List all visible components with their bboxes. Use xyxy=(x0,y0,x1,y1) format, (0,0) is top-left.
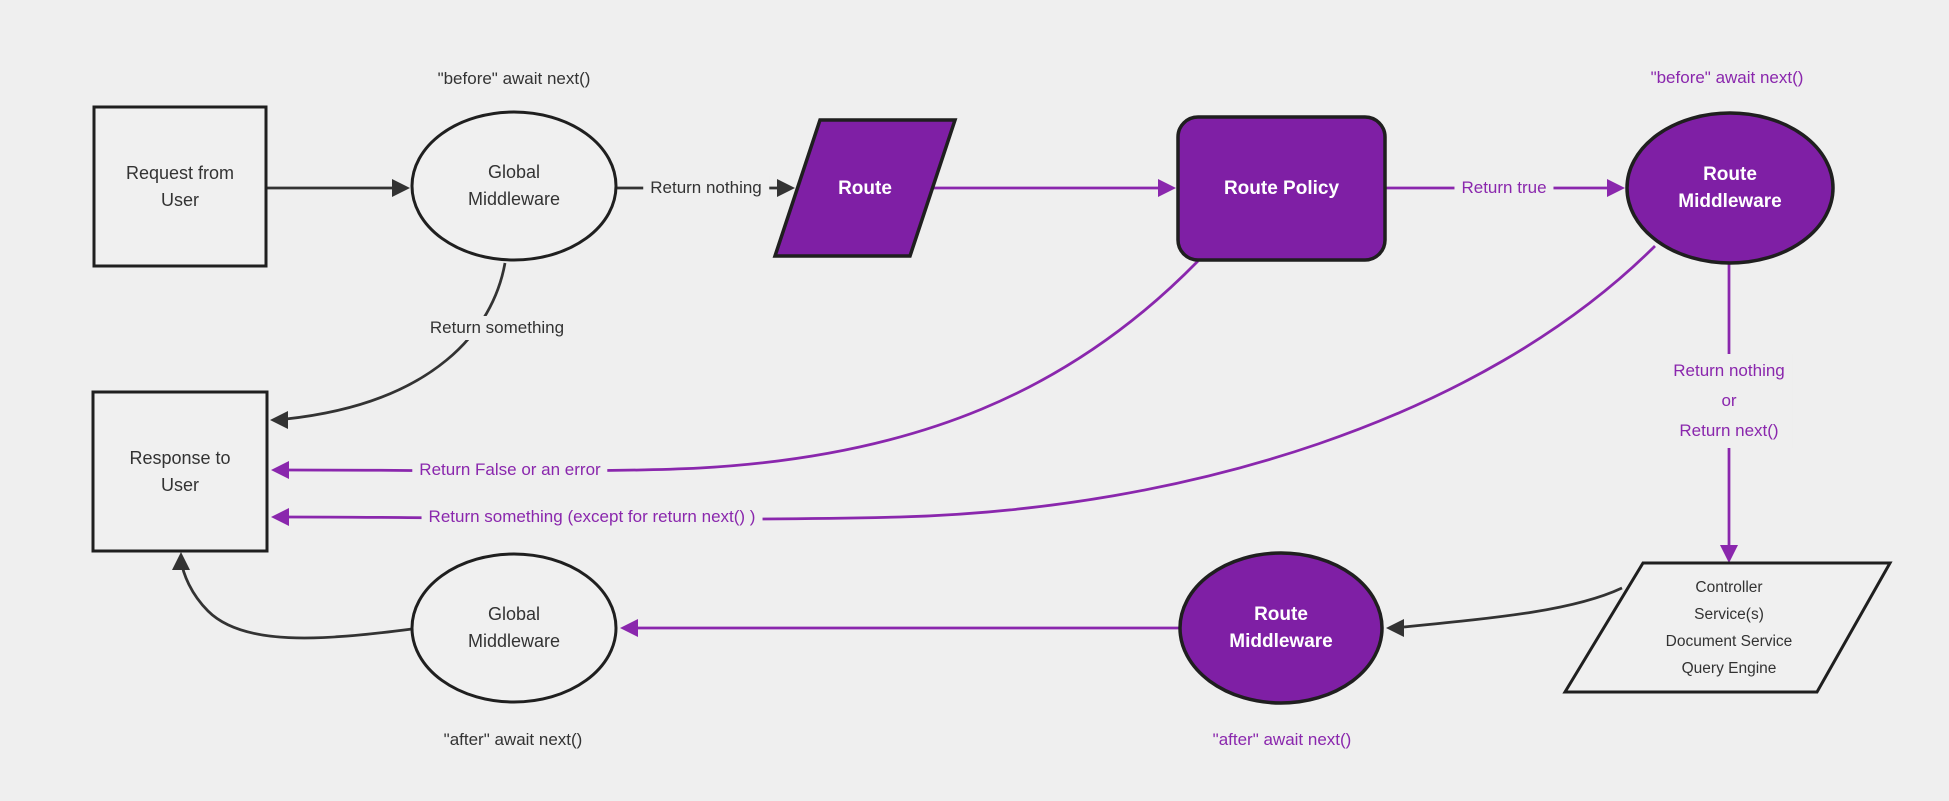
arrowhead-into-route-middleware xyxy=(1607,179,1625,197)
return-something-except-label: Return something (except for return next… xyxy=(421,505,763,529)
request-from-user-label: Request from User xyxy=(94,107,266,266)
before-await-next-global-label: "before" await next() xyxy=(430,67,598,91)
request-line2: User xyxy=(160,189,199,210)
response-to-user-label: Response to User xyxy=(93,392,267,551)
global-middleware-bottom-label: Global Middleware xyxy=(412,554,616,702)
after-await-next-route-label: "after" await next() xyxy=(1205,728,1359,752)
route-middleware-top-label: Route Middleware xyxy=(1627,113,1833,263)
arrowhead-into-route-middleware-bottom xyxy=(1386,619,1404,637)
route-middleware-bottom-node xyxy=(1178,551,1384,705)
edge-controller-to-route-middleware-bottom xyxy=(1403,586,1623,629)
response-line1: Response to xyxy=(129,447,231,468)
global-middleware-top-node xyxy=(410,110,618,262)
global-middleware-bottom-node xyxy=(410,552,618,704)
arrowhead-return-false-into-response xyxy=(271,461,289,479)
controller-line4: Query Engine xyxy=(1681,659,1777,677)
rmw-top-line2: Middleware xyxy=(1678,191,1782,212)
route-middleware-bottom-label: Route Middleware xyxy=(1180,552,1382,704)
response-to-user-node xyxy=(91,390,269,553)
request-line1: Request from xyxy=(125,162,235,183)
arrowhead-into-response-bottom xyxy=(172,552,190,570)
route-text: Route xyxy=(838,177,892,199)
gmw-top-line2: Middleware xyxy=(467,189,561,209)
controller-services-label: Controller Service(s) Document Service Q… xyxy=(1604,563,1854,692)
before-await-next-route-label: "before" await next() xyxy=(1643,66,1811,90)
edge-global-middleware-bottom-to-response xyxy=(179,559,413,640)
edge-return-something-to-response xyxy=(285,262,507,421)
edge-return-false-to-response xyxy=(287,260,1199,473)
return-nothing-label: Return nothing xyxy=(643,176,769,200)
return-something-label: Return something xyxy=(422,316,572,340)
route-policy-label: Route Policy xyxy=(1178,117,1385,260)
arrowhead-into-controller xyxy=(1720,545,1738,563)
rmw-top-line1: Route xyxy=(1703,164,1757,185)
controller-line3: Document Service xyxy=(1665,632,1793,650)
return-nothing-or-line3: Return next() xyxy=(1679,421,1779,440)
return-false-or-error-label: Return False or an error xyxy=(412,458,608,482)
route-policy-text: Route Policy xyxy=(1223,178,1340,199)
gmw-bottom-line2: Middleware xyxy=(467,631,561,651)
rmw-bottom-line2: Middleware xyxy=(1229,631,1333,652)
route-middleware-top-node xyxy=(1625,111,1835,265)
request-from-user-node xyxy=(92,105,268,268)
after-await-next-global-label: "after" await next() xyxy=(436,728,590,752)
arrowhead-into-route xyxy=(777,179,795,197)
response-line2: User xyxy=(160,474,199,495)
gmw-bottom-line1: Global xyxy=(487,604,541,624)
controller-line1: Controller xyxy=(1695,578,1763,596)
global-middleware-top-label: Global Middleware xyxy=(412,112,616,260)
return-true-label: Return true xyxy=(1454,176,1554,200)
arrowhead-into-global-middleware-bottom xyxy=(620,619,638,637)
route-policy-node xyxy=(1176,115,1387,262)
arrowhead-return-except-into-response xyxy=(271,508,289,526)
controller-line2: Service(s) xyxy=(1694,605,1764,623)
return-nothing-or-line2: or xyxy=(1721,391,1737,410)
gmw-top-line1: Global xyxy=(487,162,541,182)
arrowhead-into-global-middleware xyxy=(392,179,410,197)
arrowhead-return-something-into-response xyxy=(270,411,288,429)
arrowhead-into-route-policy xyxy=(1158,179,1176,197)
rmw-bottom-line1: Route xyxy=(1254,604,1308,625)
route-label: Route xyxy=(790,120,940,256)
return-nothing-or-line1: Return nothing xyxy=(1673,361,1785,380)
controller-services-node xyxy=(1562,561,1893,694)
route-node xyxy=(772,118,958,258)
return-nothing-or-next-label: Return nothing or Return next() xyxy=(1666,354,1792,448)
